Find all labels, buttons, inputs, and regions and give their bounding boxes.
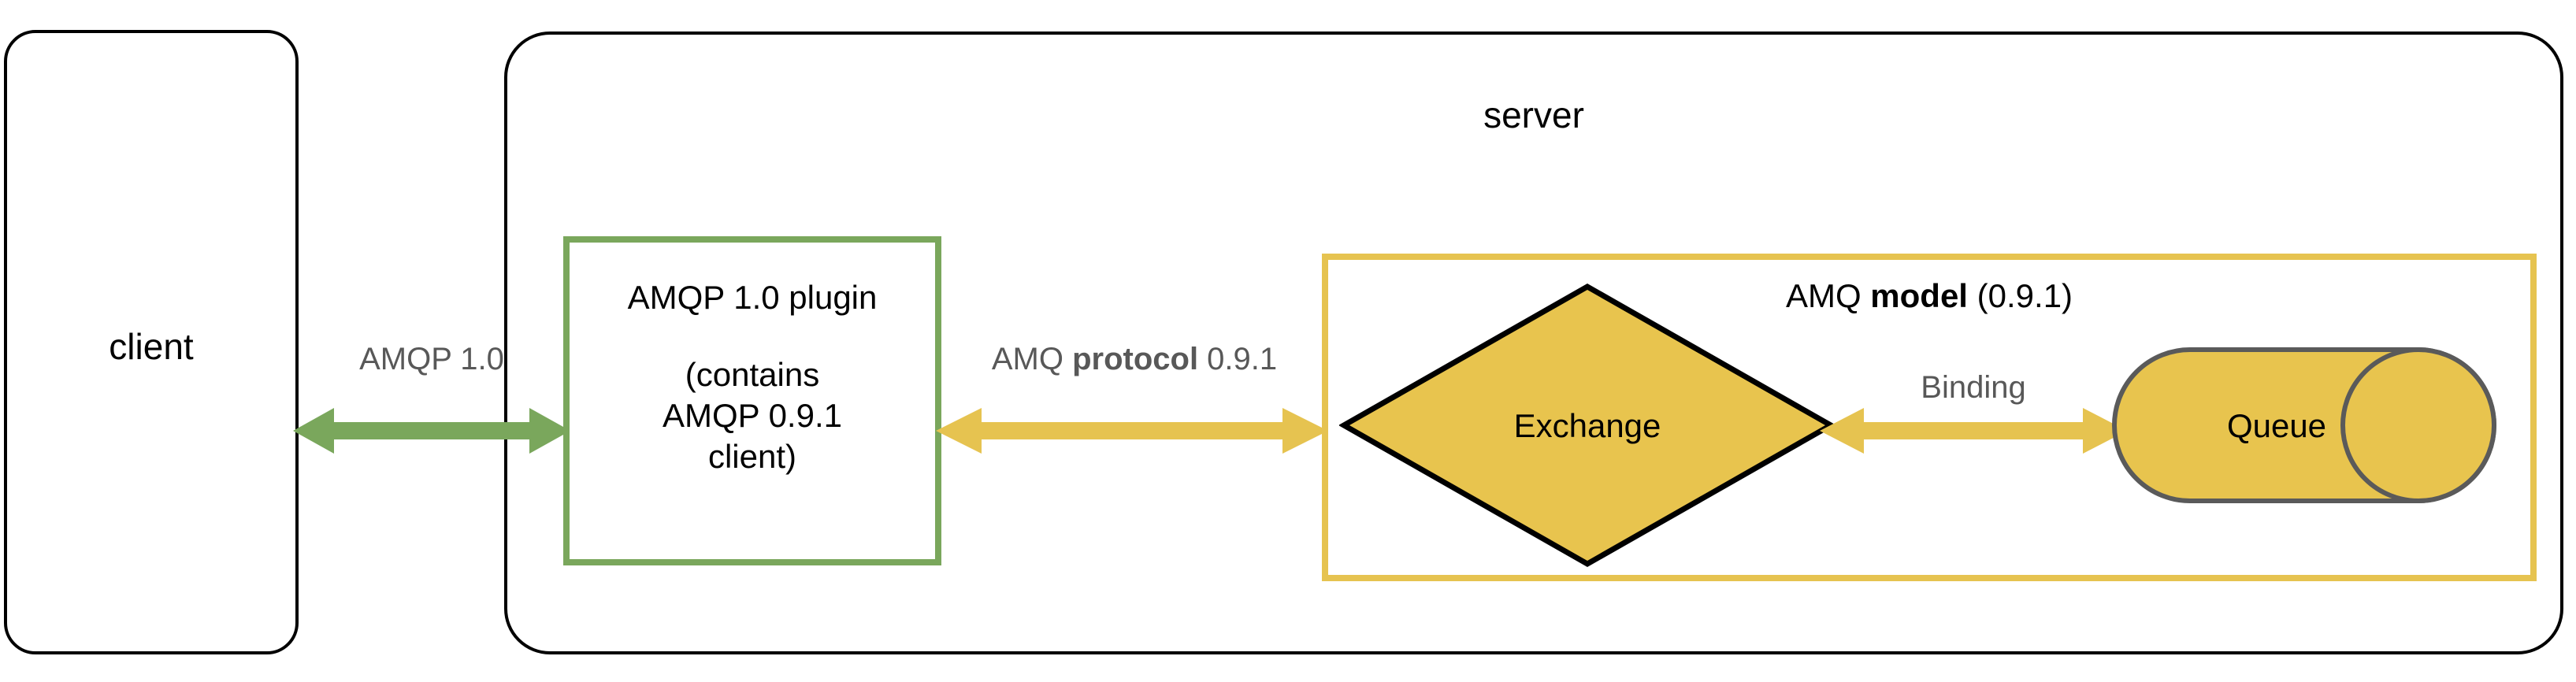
plugin-subtitle: (contains AMQP 0.9.1 client)	[663, 354, 842, 477]
client-label: client	[109, 326, 194, 367]
amqp10-arrow	[293, 403, 570, 458]
protocol-label-prefix: AMQ	[991, 342, 1073, 376]
model-title-bold: model	[1870, 277, 1968, 314]
model-title-suffix: (0.9.1)	[1967, 277, 2073, 314]
exchange-label: Exchange	[1513, 407, 1661, 444]
plugin-subtitle-line-2: AMQP 0.9.1	[662, 397, 842, 434]
protocol-label-bold: protocol	[1072, 342, 1199, 376]
plugin-subtitle-line-1: (contains	[685, 356, 820, 393]
protocol-connector-label: AMQ protocol 0.9.1	[914, 340, 1355, 378]
server-label: server	[1483, 95, 1584, 135]
amq-model-title: AMQ model (0.9.1)	[1322, 276, 2537, 317]
amqp10-plugin-box: AMQP 1.0 plugin (contains AMQP 0.9.1 cli…	[563, 236, 941, 565]
protocol-label-suffix: 0.9.1	[1198, 342, 1278, 376]
server-container	[504, 32, 2563, 654]
client-container	[4, 30, 299, 654]
model-title-prefix: AMQ	[1785, 277, 1871, 314]
plugin-title: AMQP 1.0 plugin	[627, 279, 878, 316]
protocol-arrow	[936, 403, 1328, 458]
plugin-subtitle-line-3: client)	[707, 438, 797, 475]
queue-shape	[2111, 347, 2497, 504]
amqp10-connector-label: AMQP 1.0	[359, 342, 504, 376]
binding-connector-label: Binding	[1921, 370, 2026, 405]
binding-arrow	[1820, 403, 2127, 458]
exchange-shape	[1338, 282, 1837, 569]
queue-label: Queue	[2226, 407, 2327, 444]
